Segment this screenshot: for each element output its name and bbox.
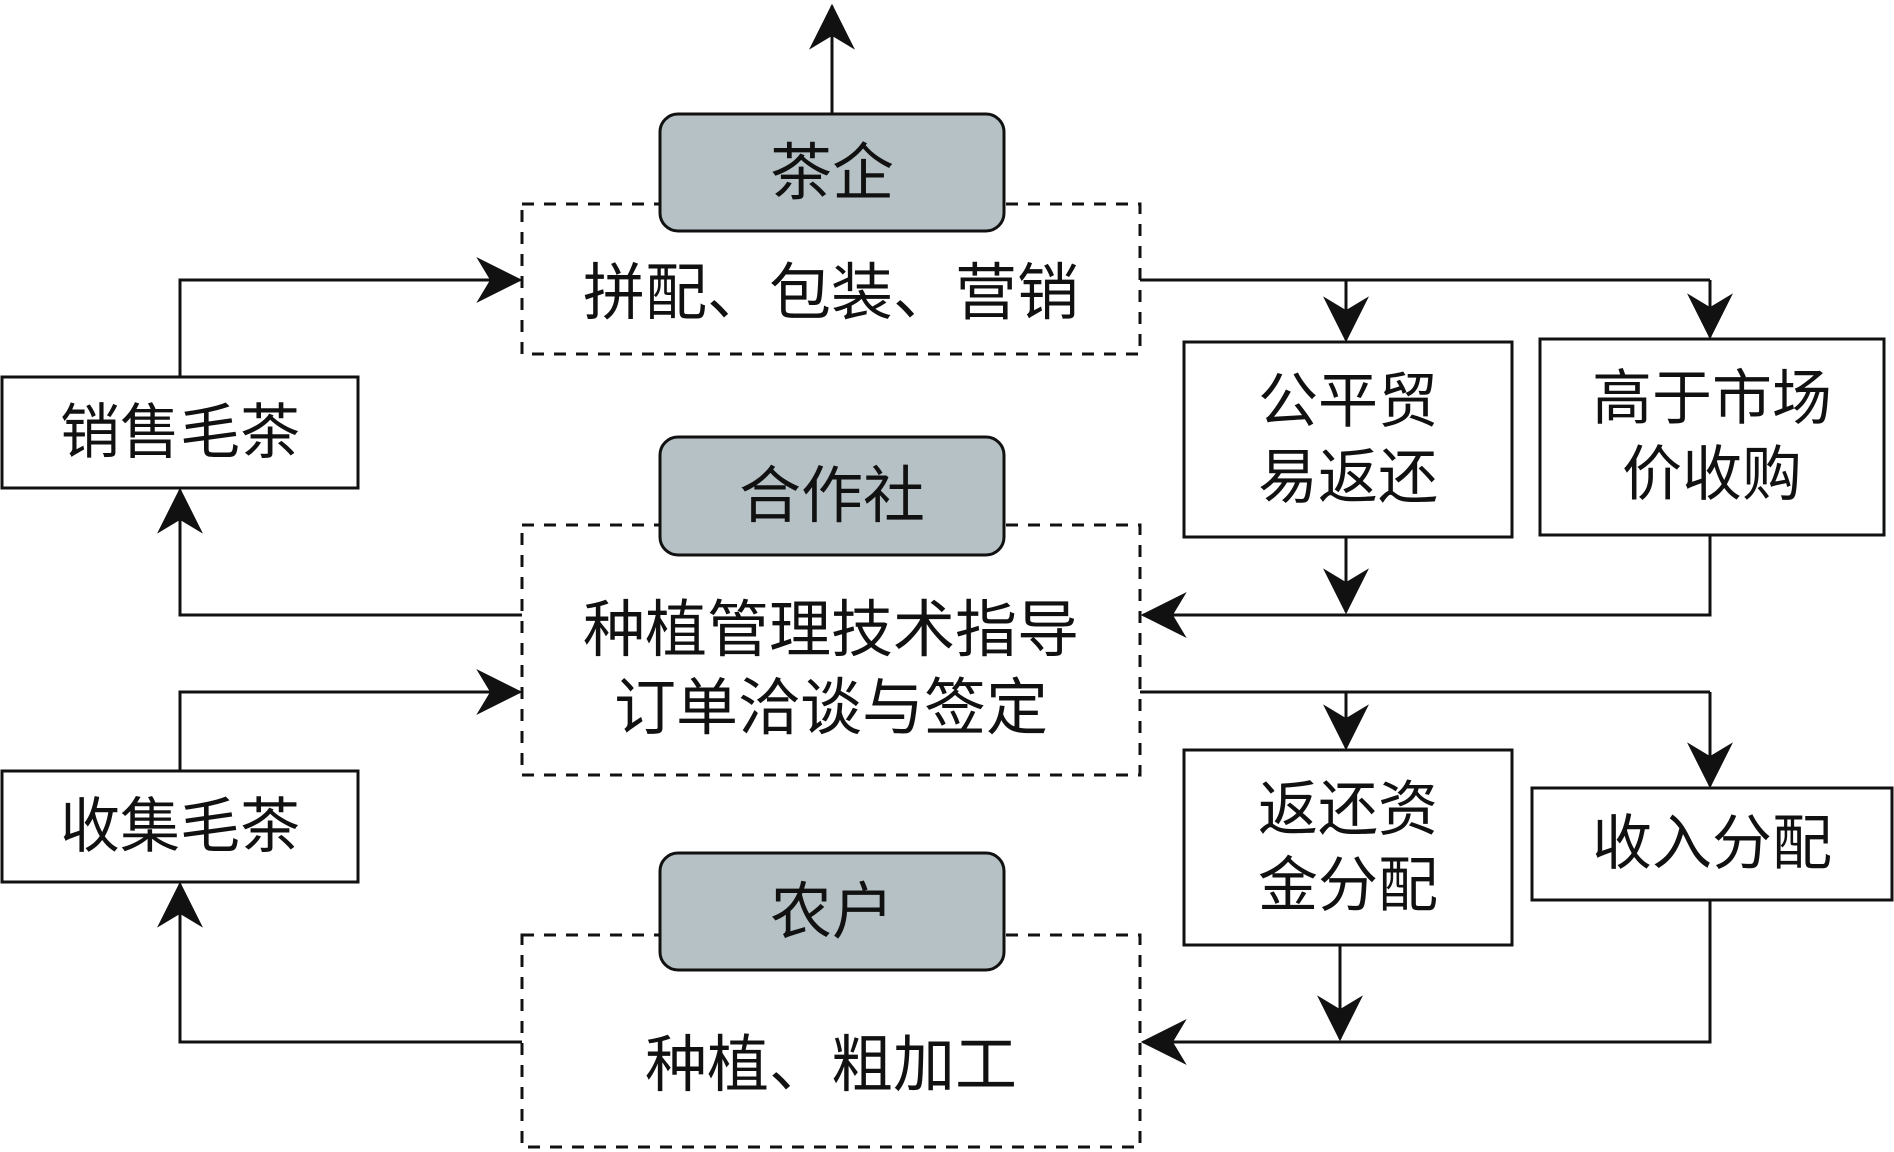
- fair-trade-rebate-box: [1182, 340, 1514, 539]
- tea-company-label: 茶企: [769, 135, 894, 209]
- fair-trade-rebate-label: 公平贸 易返还: [1258, 366, 1438, 513]
- rebate-fund-distribution-box: [1182, 748, 1514, 947]
- arrow-cooperative-to-sell: [157, 487, 522, 617]
- arrow-sell-to-tea-company: [178, 257, 523, 377]
- arrow-farmer-to-collect: [157, 881, 522, 1044]
- tea-company-activity-label: 拼配、包装、营销: [582, 255, 1079, 329]
- above-market-purchase-label: 高于市场 价收购: [1592, 364, 1832, 510]
- cooperative-label: 合作社: [738, 459, 925, 532]
- cooperative-actor-box: [658, 435, 1006, 557]
- collect-raw-tea-box: [0, 769, 360, 884]
- farmer-label: 农户: [769, 874, 894, 948]
- line-income-down: [1346, 900, 1712, 1044]
- farmer-actor-box: [658, 851, 1006, 972]
- sell-raw-tea-box: [0, 375, 360, 490]
- rebate-fund-distribution-label: 返还资 金分配: [1258, 774, 1438, 921]
- sell-raw-tea-label: 销售毛茶: [60, 397, 300, 468]
- farmer-activity-label: 种植、粗加工: [644, 1028, 1017, 1101]
- income-distribution-label: 收入分配: [1592, 809, 1832, 879]
- collect-raw-tea-label: 收集毛茶: [60, 791, 300, 862]
- income-distribution-box: [1530, 786, 1894, 902]
- arrow-collect-to-cooperative: [178, 669, 523, 771]
- line-above-market-down: [1346, 535, 1712, 617]
- above-market-purchase-box: [1538, 337, 1886, 537]
- cooperative-activity-label: 种植管理技术指导 订单洽谈与签定: [582, 593, 1079, 744]
